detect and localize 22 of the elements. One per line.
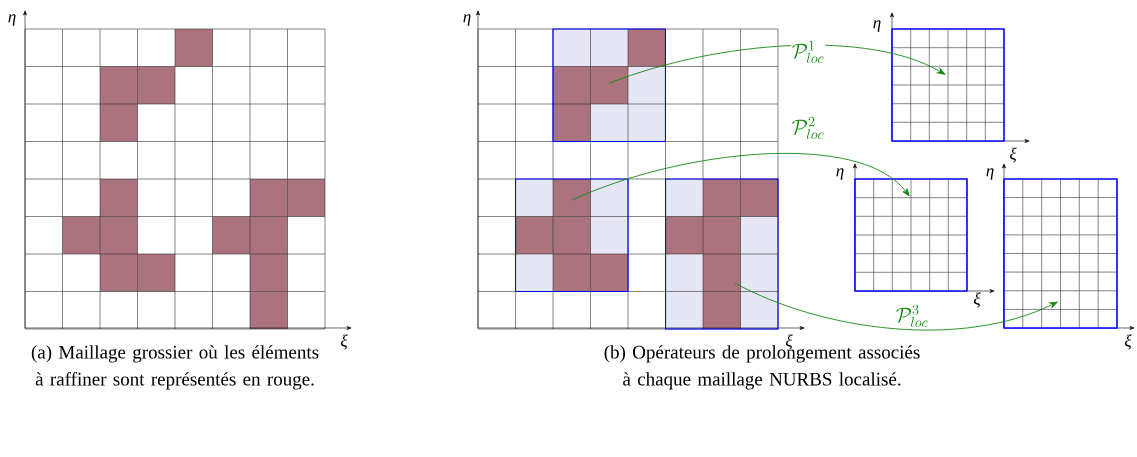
- axis-label: ξ: [1124, 334, 1132, 350]
- arrow: [608, 44, 946, 84]
- arrow: [571, 153, 910, 201]
- selected-region: [515, 178, 629, 292]
- axis-label: η: [986, 168, 994, 180]
- edge-label: $\mathcal{P}^{2}_{loc}$: [790, 116, 826, 140]
- axis-label: ξ: [340, 334, 348, 350]
- edge-label: $\mathcal{P}^{3}_{loc}$: [894, 304, 930, 328]
- axis-label: ξ: [973, 292, 981, 308]
- refined-mesh: [891, 28, 1005, 142]
- refined-mesh: [1003, 178, 1118, 329]
- axis-label: ξ: [1009, 147, 1017, 163]
- axis-label: η: [873, 20, 881, 32]
- refined-mesh: [854, 178, 968, 292]
- axis-label: η: [463, 14, 471, 26]
- axis-label: η: [836, 168, 844, 180]
- edge-label: $\mathcal{P}^{1}_{loc}$: [790, 40, 826, 64]
- caption: (a) Maillage grossier où les éléments à raffiner sont représentés en rouge.: [31, 345, 319, 390]
- selected-region: [665, 178, 779, 330]
- selected-region: [552, 28, 666, 142]
- arrow: [734, 282, 1058, 331]
- axis-label: η: [8, 14, 16, 26]
